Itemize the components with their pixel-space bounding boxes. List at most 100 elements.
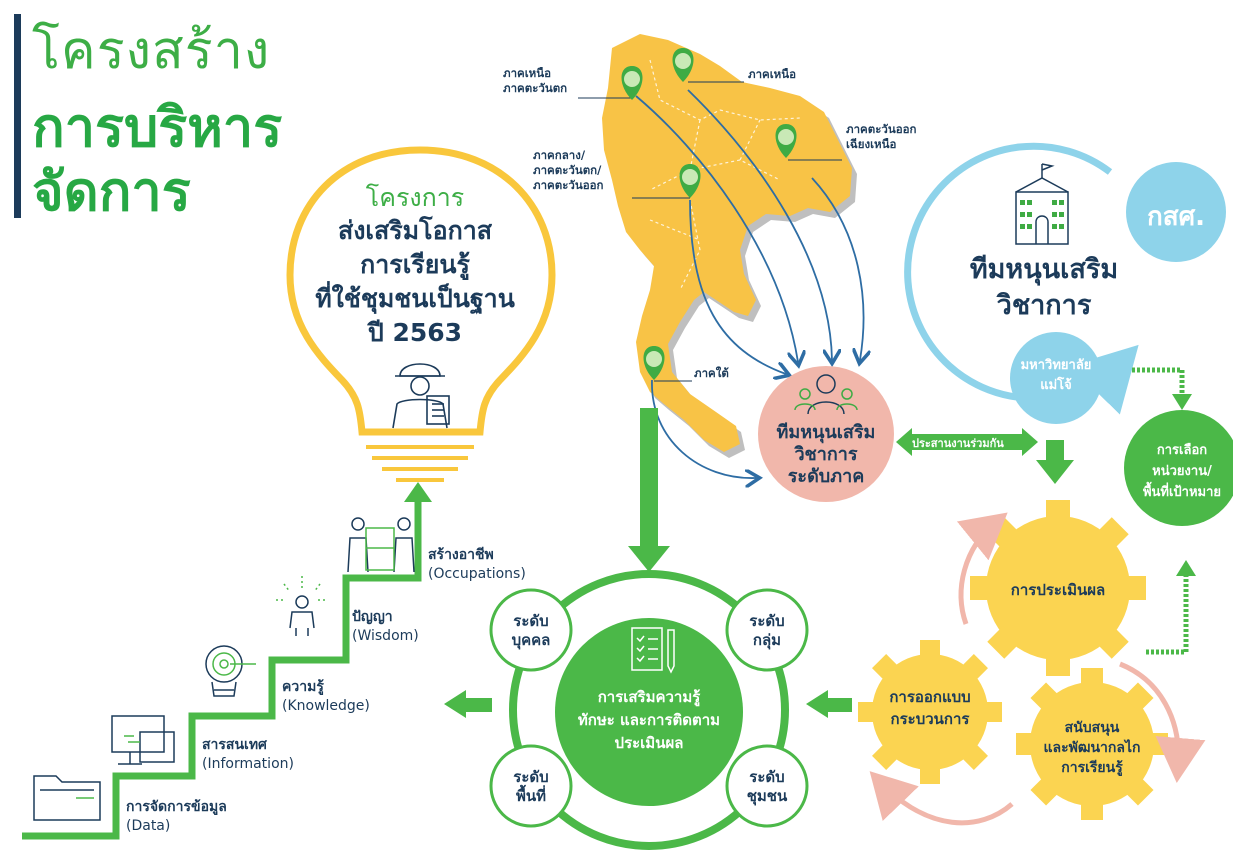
bulb-line-2: ส่งเสริมโอกาส — [337, 216, 493, 245]
coordination-label: ประสานงานร่วมกัน — [912, 437, 1004, 450]
target-bulb-icon — [205, 645, 256, 697]
step-sublabel: (Occupations) — [428, 566, 526, 582]
center-circle-group — [489, 570, 809, 850]
center-circle-line: ประเมินผล — [614, 734, 684, 752]
regional-team-line: ระดับภาค — [787, 466, 865, 487]
step-knowledge: ความรู้ (Knowledge) — [282, 676, 370, 714]
university-circle — [1010, 332, 1102, 424]
gear-design-label: การออกแบบ กระบวนการ — [870, 686, 990, 730]
gear-support-label: สนับสนุน และพัฒนากลไก การเรียนรู้ — [1026, 718, 1158, 778]
region-label-line: ภาคตะวันตก — [503, 81, 568, 95]
gsh-label: กสศ. — [1147, 202, 1205, 232]
coordination-arrow — [896, 428, 1038, 456]
support-team-label: ทีมหนุนเสริม วิชาการ — [962, 252, 1126, 324]
region-label-line: ภาคกลาง/ — [533, 148, 586, 162]
title-line-1: โครงสร้าง — [32, 21, 271, 81]
level-line: ระดับ — [513, 612, 549, 630]
puzzle-team-icon — [347, 517, 415, 573]
level-line: ระดับ — [749, 768, 785, 786]
step-information: สารสนเทศ (Information) — [202, 734, 294, 772]
gear-evaluation — [970, 500, 1146, 676]
level-line: ระดับ — [513, 768, 549, 786]
target-selection-line: พื้นที่เป้าหมาย — [1142, 485, 1222, 500]
map-pins — [621, 48, 797, 380]
gear-design-line: การออกแบบ — [889, 688, 971, 706]
step-label: สร้างอาชีพ — [428, 547, 494, 563]
people-icon — [794, 374, 858, 415]
regional-team-line: วิชาการ — [794, 444, 858, 465]
gears — [858, 500, 1168, 820]
region-label-north: ภาคเหนือ — [748, 67, 797, 81]
region-label-line: ภาคตะวันตก/ — [533, 163, 602, 177]
person-idea-icon — [276, 576, 328, 636]
step-data: การจัดการข้อมูล (Data) — [126, 796, 227, 834]
level-community: ระดับ ชุมชน — [727, 768, 807, 806]
gsh-circle — [1126, 162, 1226, 262]
dotted-arrow-from-gears — [1146, 574, 1189, 655]
step-label: ความรู้ — [282, 679, 324, 695]
region-label-central: ภาคกลาง/ ภาคตะวันตก/ ภาคตะวันออก — [533, 148, 603, 193]
bulb-line-3: การเรียนรู้ — [360, 250, 470, 279]
dotted-arrow-up-head — [1176, 560, 1196, 576]
university-line: มหาวิทยาลัย — [1020, 358, 1092, 373]
title-line-2: การบริหาร — [32, 96, 283, 159]
bulb-text-project: โครงการ — [365, 183, 465, 212]
target-selection-circle — [1124, 410, 1233, 526]
left-arrow — [444, 690, 492, 718]
folder-icon — [33, 775, 101, 821]
worker-icon — [392, 363, 450, 429]
university-label: มหาวิทยาลัย แม่โจ้ — [1006, 356, 1106, 396]
step-label: การจัดการข้อมูล — [126, 799, 227, 815]
region-arrows — [635, 89, 864, 478]
level-line: กลุ่ม — [752, 631, 782, 649]
down-arrow-university — [1036, 440, 1074, 484]
level-line: บุคคล — [511, 631, 551, 649]
regional-team-line: ทีมหนุนเสริม — [776, 422, 876, 443]
bulb-line-4: ที่ใช้ชุมชนเป็นฐาน — [315, 284, 515, 313]
title-line-3: จัดการ — [32, 160, 191, 223]
region-label-line: ภาคตะวันออก — [533, 178, 604, 192]
step-sublabel: (Wisdom) — [352, 628, 419, 644]
gear-evaluation-label: การประเมินผล — [1010, 581, 1106, 599]
center-circle-line: ทักษะ และการติดตาม — [577, 711, 721, 729]
target-selection-label: การเลือก หน่วยงาน/ พื้นที่เป้าหมาย — [1122, 440, 1233, 503]
step-sublabel: (Knowledge) — [282, 698, 370, 714]
map-label-lines — [578, 81, 842, 382]
step-sublabel: (Data) — [126, 818, 171, 834]
dotted-arrow-to-target — [1132, 367, 1185, 394]
bulb-line-5: ปี 2563 — [367, 318, 463, 347]
university-building-icon — [1015, 163, 1069, 245]
step-wisdom: ปัญญา (Wisdom) — [352, 606, 419, 644]
gear-support — [1016, 668, 1168, 820]
regional-team-circle — [758, 366, 894, 502]
support-team-line: วิชาการ — [996, 290, 1092, 321]
map-pin-icon — [643, 346, 665, 380]
step-label: ปัญญา — [352, 609, 393, 625]
down-arrow-map — [628, 408, 670, 572]
target-selection-line: การเลือก — [1156, 443, 1208, 458]
title-accent-bar — [14, 14, 21, 218]
map-pin-icon — [679, 164, 701, 198]
regional-team-label: ทีมหนุนเสริม วิชาการ ระดับภาค — [758, 422, 894, 488]
right-to-left-arrow — [806, 690, 852, 718]
map-pin-icon — [621, 66, 643, 100]
level-line: พื้นที่ — [515, 787, 547, 805]
gear-support-line: สนับสนุน — [1064, 720, 1120, 736]
staircase — [22, 482, 432, 840]
level-area: ระดับ พื้นที่ — [491, 768, 571, 806]
gear-support-line: การเรียนรู้ — [1061, 760, 1123, 776]
support-team-line: ทีมหนุนเสริม — [969, 254, 1119, 285]
computer-icon — [111, 715, 175, 765]
level-group: ระดับ กลุ่ม — [727, 612, 807, 650]
bulb-text-block: ส่งเสริมโอกาส การเรียนรู้ ที่ใช้ชุมชนเป็… — [290, 214, 540, 350]
level-line: ระดับ — [749, 612, 785, 630]
map-pin-icon — [775, 124, 797, 158]
region-label-line: เฉียงเหนือ — [846, 137, 897, 151]
gear-design-line: กระบวนการ — [890, 710, 970, 728]
map-pin-icon — [672, 48, 694, 82]
region-label-south: ภาคใต้ — [694, 366, 729, 380]
dotted-arrow-head — [1172, 394, 1192, 410]
region-label-north-west: ภาคเหนือ ภาคตะวันตก — [503, 66, 567, 96]
